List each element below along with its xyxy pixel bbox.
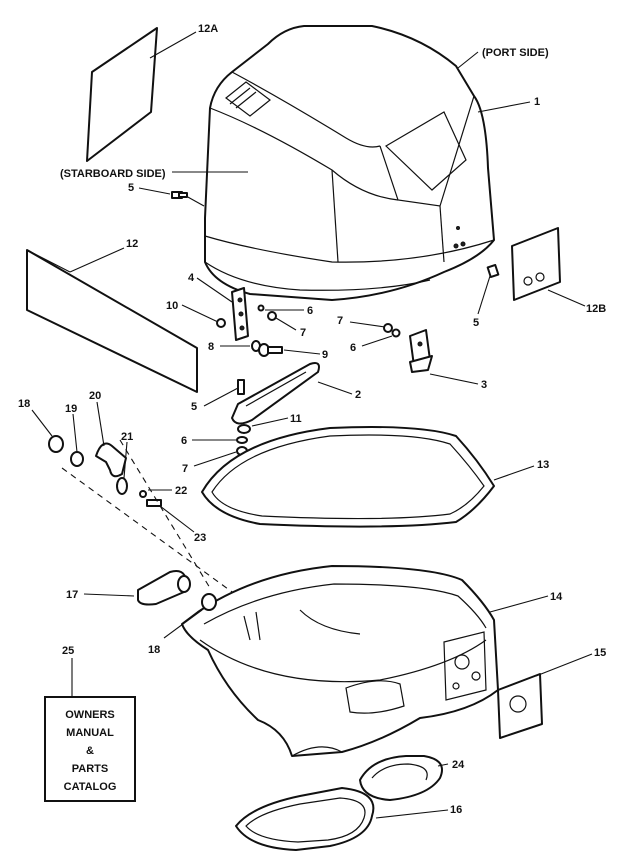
bushing-18a (48, 435, 64, 453)
gasket-16 (235, 787, 375, 851)
part-label-11: 11 (290, 413, 302, 425)
bushing-18b (201, 593, 217, 611)
clip-20 (95, 442, 127, 478)
part-label-4: 4 (188, 272, 195, 284)
part-label-6b: 6 (350, 342, 356, 354)
part-label-14: 14 (550, 591, 563, 603)
washer-6b (391, 328, 401, 338)
bracket-3 (409, 329, 433, 373)
washer-22 (139, 490, 147, 498)
part-label-2: 2 (355, 389, 361, 401)
part-label-13: 13 (537, 459, 549, 471)
part-label-12b: 12B (586, 303, 606, 315)
part-label-1: 1 (534, 96, 540, 108)
nut-7b (383, 323, 393, 333)
washer-11 (237, 424, 251, 434)
part-label-9: 9 (322, 349, 328, 361)
manual-line-3: & (86, 745, 94, 757)
part-label-7b: 7 (337, 315, 343, 327)
part-label-21: 21 (121, 431, 133, 443)
part-label-6c: 6 (181, 435, 187, 447)
screw-23 (146, 499, 162, 507)
callout-port-side: (PORT SIDE) (482, 47, 549, 59)
part-label-22: 22 (175, 485, 187, 497)
part-label-7a: 7 (300, 327, 306, 339)
manual-line-1: OWNERS (65, 709, 115, 721)
seal-13 (201, 426, 495, 528)
manual-line-4: PARTS (72, 763, 108, 775)
part-label-10: 10 (166, 300, 178, 312)
part-label-12a: 12A (198, 23, 218, 35)
washer-6c (236, 436, 248, 444)
washer-6a (257, 304, 265, 312)
bracket-4 (231, 287, 249, 341)
part-label-7c: 7 (182, 463, 188, 475)
part-label-20: 20 (89, 390, 101, 402)
part-label-8: 8 (208, 341, 214, 353)
latch-lever-2 (231, 362, 320, 425)
nut-7a (267, 311, 277, 321)
screw-9 (258, 343, 283, 357)
nut-10 (216, 318, 226, 328)
screw-5a (171, 191, 188, 199)
part-label-12: 12 (126, 238, 138, 250)
part-label-18b: 18 (148, 644, 160, 656)
decal-15 (497, 673, 543, 739)
manual-line-5: CATALOG (64, 781, 117, 793)
cover-24 (359, 755, 443, 801)
top-cowl (204, 25, 495, 301)
callout-starboard-side: (STARBOARD SIDE) (60, 168, 166, 180)
part-label-17: 17 (66, 589, 78, 601)
part-label-3: 3 (481, 379, 487, 391)
washer-19 (70, 451, 84, 467)
part-label-25: 25 (62, 645, 74, 657)
part-label-24: 24 (452, 759, 465, 771)
part-label-19: 19 (65, 403, 77, 415)
washer-21 (116, 477, 128, 495)
screw-5c (237, 379, 245, 395)
part-label-18a: 18 (18, 398, 30, 410)
part-label-5a: 5 (128, 182, 134, 194)
decal-12b (511, 227, 561, 301)
owners-manual-box: OWNERS MANUAL & PARTS CATALOG (44, 696, 136, 802)
screw-5b (486, 264, 500, 278)
manual-line-2: MANUAL (66, 727, 114, 739)
part-label-5b: 5 (473, 317, 479, 329)
part-label-23: 23 (194, 532, 206, 544)
decal-12a (86, 27, 158, 162)
latch-handle-17 (137, 570, 191, 606)
leader-lines (31, 31, 593, 819)
part-label-16: 16 (450, 804, 462, 816)
part-label-15: 15 (594, 647, 606, 659)
decal-12 (26, 249, 198, 393)
part-label-6a: 6 (307, 305, 313, 317)
bottom-cowl (181, 565, 499, 757)
part-label-5c: 5 (191, 401, 197, 413)
